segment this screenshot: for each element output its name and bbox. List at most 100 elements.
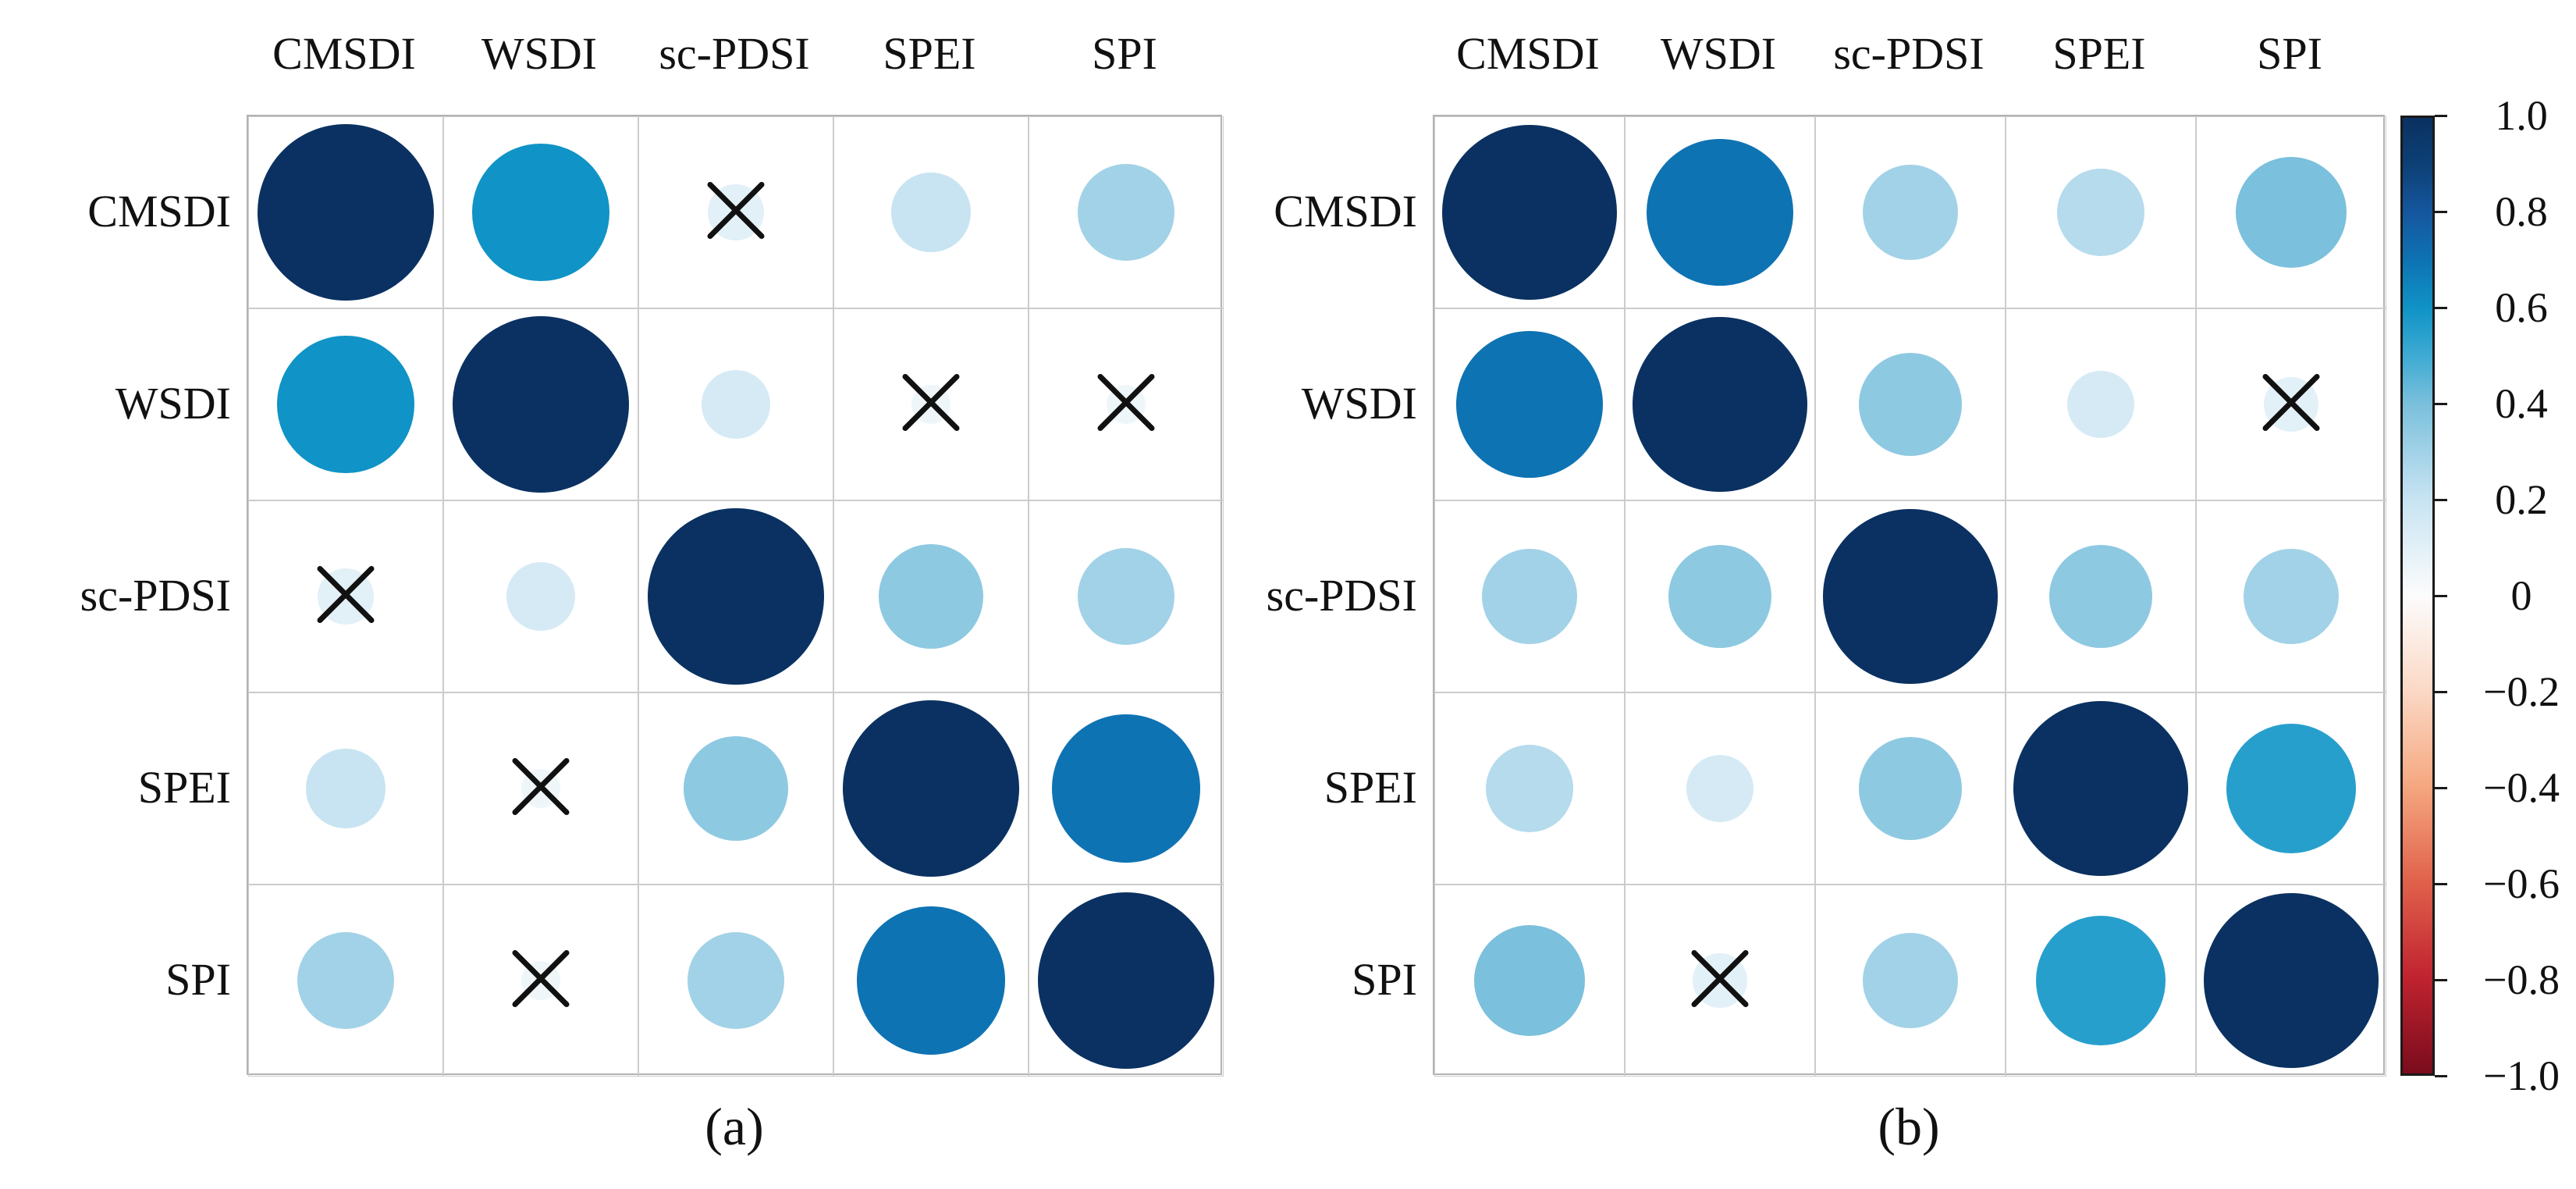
colorbar-tick xyxy=(2435,498,2447,501)
correlation-circle xyxy=(702,370,770,439)
column-header-spei: SPEI xyxy=(883,28,976,79)
colorbar-tick-label: 1.0 xyxy=(2495,92,2548,139)
corr-cell xyxy=(1434,885,1625,1077)
corr-cell xyxy=(1434,308,1625,500)
column-header-spi: SPI xyxy=(2257,28,2322,79)
not-significant-x-icon xyxy=(1096,372,1157,437)
colorbar-tick xyxy=(2435,690,2447,693)
colorbar-tick xyxy=(2435,882,2447,885)
corr-cell xyxy=(2006,500,2196,692)
colorbar-tick-label: −0.4 xyxy=(2483,764,2560,811)
not-significant-x-icon xyxy=(705,180,766,245)
colorbar-tick-label: 0 xyxy=(2510,572,2532,619)
corr-cell xyxy=(833,885,1029,1077)
corr-cell xyxy=(1434,692,1625,885)
corr-cell xyxy=(248,692,443,885)
corr-cell xyxy=(248,500,443,692)
correlation-circle xyxy=(297,932,394,1029)
corr-cell xyxy=(1029,885,1224,1077)
correlation-circle xyxy=(891,173,971,252)
corr-cell xyxy=(443,308,638,500)
correlation-circle xyxy=(2066,370,2135,439)
correlation-circle xyxy=(306,749,386,828)
correlation-circle xyxy=(1037,892,1215,1070)
colorbar-tick xyxy=(2435,1074,2447,1077)
corr-cell xyxy=(638,500,833,692)
correlation-circle xyxy=(1456,331,1603,478)
column-header-wsdi: WSDI xyxy=(481,28,598,79)
corr-cell xyxy=(2196,308,2386,500)
correlation-circle xyxy=(2226,723,2357,854)
corr-cell xyxy=(443,500,638,692)
row-header-spi: SPI xyxy=(1352,953,1417,1005)
colorbar-tick xyxy=(2435,114,2447,117)
corr-cell xyxy=(1029,308,1224,500)
correlation-circle xyxy=(1052,714,1200,863)
corr-cell xyxy=(1029,692,1224,885)
correlation-circle xyxy=(1858,352,1963,457)
correlation-circle xyxy=(1485,744,1574,833)
corr-cell xyxy=(2006,692,2196,885)
corr-cell xyxy=(1815,116,2006,308)
corr-grid-a xyxy=(247,115,1224,1077)
corr-cell xyxy=(1815,308,2006,500)
corr-cell xyxy=(1625,500,1815,692)
corr-cell xyxy=(833,116,1029,308)
colorbar-tick-label: −1.0 xyxy=(2483,1052,2560,1099)
correlation-circle xyxy=(684,736,788,841)
corr-grid-b xyxy=(1433,115,2386,1077)
corr-cell xyxy=(2196,692,2386,885)
column-header-sc-pdsi: sc-PDSI xyxy=(659,28,810,79)
correlation-circle xyxy=(257,123,435,301)
colorbar-tick-label: 0.8 xyxy=(2495,188,2548,235)
colorbar-tick xyxy=(2435,306,2447,309)
not-significant-x-icon xyxy=(2261,372,2322,437)
correlation-circle xyxy=(1686,754,1754,823)
corr-cell xyxy=(833,500,1029,692)
row-header-sc-pdsi: sc-PDSI xyxy=(1266,569,1417,621)
corr-cell xyxy=(1625,116,1815,308)
panel-caption-b: (b) xyxy=(1878,1097,1940,1156)
correlation-circle xyxy=(857,906,1005,1055)
corr-cell xyxy=(638,885,833,1077)
column-header-wsdi: WSDI xyxy=(1660,28,1777,79)
correlation-circle xyxy=(842,700,1020,878)
column-header-cmsdi: CMSDI xyxy=(272,28,416,79)
corr-cell xyxy=(1029,116,1224,308)
corr-cell xyxy=(638,308,833,500)
correlation-circle xyxy=(277,336,414,473)
corr-cell xyxy=(248,116,443,308)
corr-cell xyxy=(443,885,638,1077)
row-header-spei: SPEI xyxy=(1324,761,1417,813)
correlation-circle xyxy=(1858,736,1963,841)
not-significant-x-icon xyxy=(510,756,571,821)
correlation-circle xyxy=(2203,892,2379,1069)
corr-cell xyxy=(2196,116,2386,308)
corr-cell xyxy=(833,692,1029,885)
colorbar xyxy=(2400,116,2435,1076)
row-header-cmsdi: CMSDI xyxy=(87,185,231,237)
correlation-circle xyxy=(2236,157,2347,268)
corr-cell xyxy=(833,308,1029,500)
row-header-cmsdi: CMSDI xyxy=(1274,185,1417,237)
corr-cell xyxy=(1815,500,2006,692)
colorbar-tick-label: −0.2 xyxy=(2483,668,2560,715)
row-header-wsdi: WSDI xyxy=(115,377,231,429)
colorbar-tick xyxy=(2435,786,2447,789)
colorbar-tick xyxy=(2435,978,2447,981)
corr-cell xyxy=(1815,885,2006,1077)
correlation-circle xyxy=(452,315,630,493)
not-significant-x-icon xyxy=(510,949,571,1013)
correlation-circle xyxy=(1632,316,1808,493)
row-header-spi: SPI xyxy=(165,953,231,1005)
corr-cell xyxy=(443,116,638,308)
correlation-circle xyxy=(1668,544,1772,649)
column-header-spi: SPI xyxy=(1092,28,1157,79)
correlation-circle xyxy=(647,507,825,685)
correlation-circle xyxy=(2035,915,2166,1046)
colorbar-tick-label: −0.8 xyxy=(2483,956,2560,1003)
corr-cell xyxy=(2196,885,2386,1077)
corr-cell xyxy=(1029,500,1224,692)
correlation-circle xyxy=(1862,932,1959,1029)
